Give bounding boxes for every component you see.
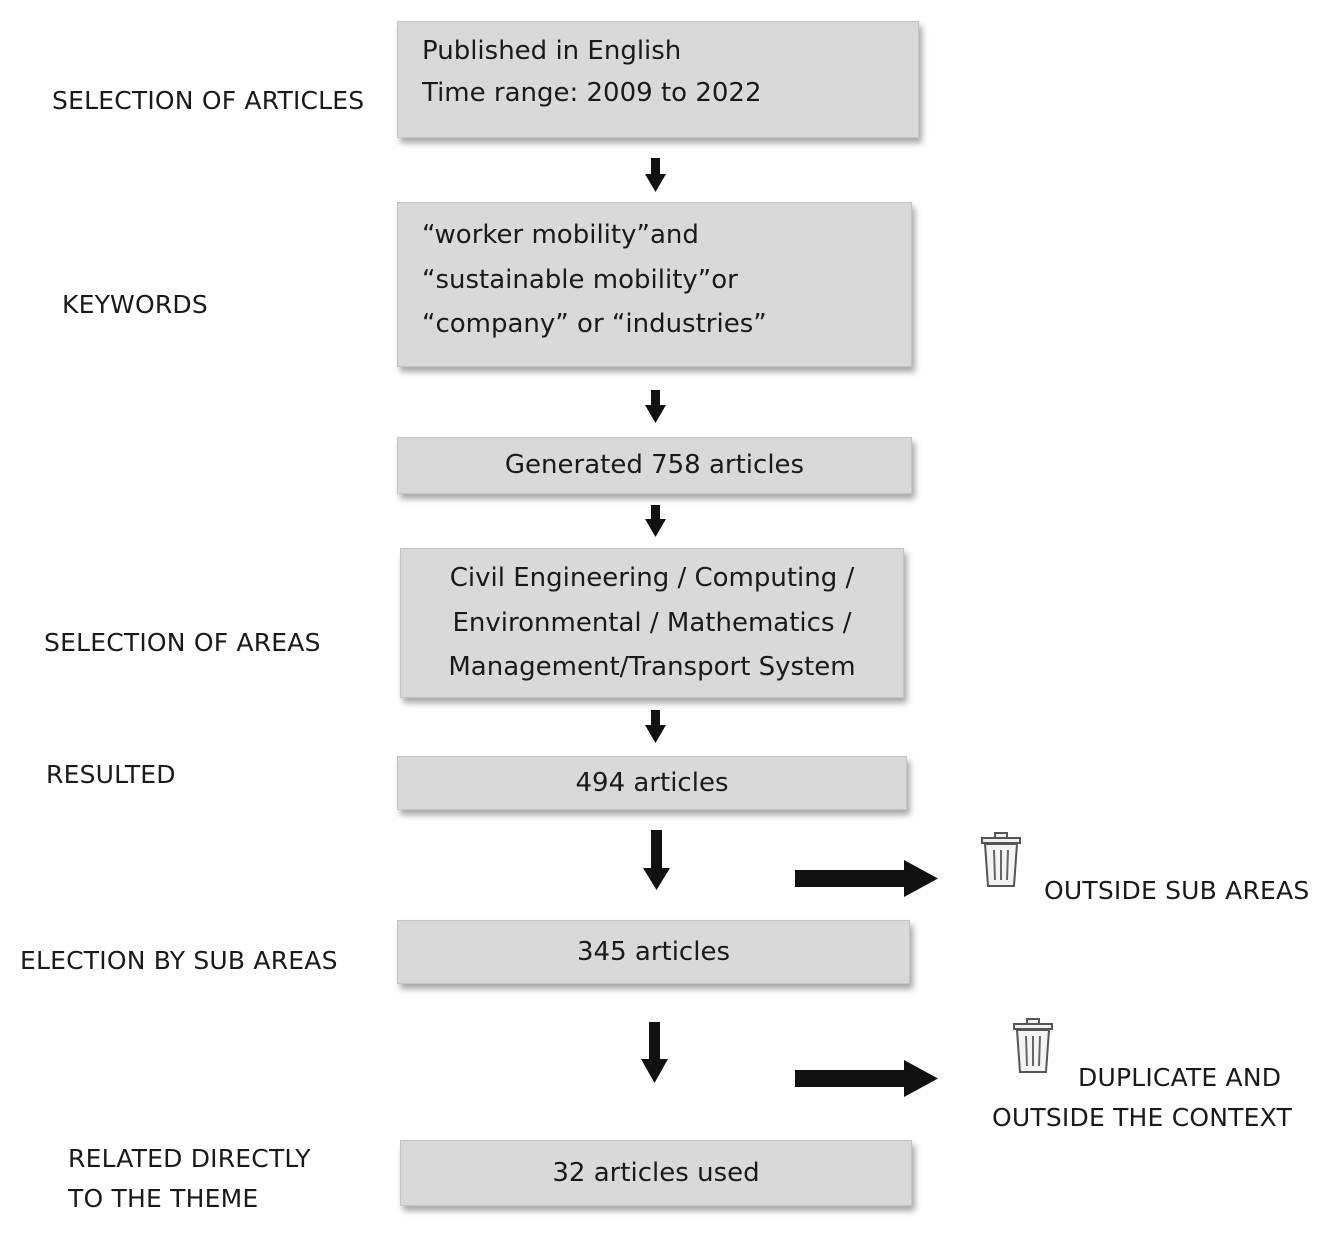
- keyword-line: “sustainable mobility”or: [422, 264, 738, 295]
- criteria-time-range: Time range: 2009 to 2022: [422, 78, 762, 109]
- label-selection-of-areas: SELECTION OF AREAS: [44, 628, 321, 657]
- label-outside-the-context: OUTSIDE THE CONTEXT: [992, 1103, 1292, 1132]
- trash-icon: [981, 832, 1021, 887]
- sub-areas-count: 345 articles: [577, 936, 730, 967]
- resulted-box: 494 articles: [397, 756, 907, 810]
- down-arrow-icon: [643, 830, 670, 890]
- resulted-count: 494 articles: [575, 767, 729, 798]
- right-arrow-icon: [795, 860, 938, 897]
- sub-areas-box: 345 articles: [397, 920, 910, 984]
- label-outside-sub-areas: OUTSIDE SUB AREAS: [1044, 876, 1310, 905]
- used-box: 32 articles used: [400, 1140, 912, 1206]
- area-line: Management/Transport System: [448, 652, 856, 683]
- criteria-language: Published in English: [422, 36, 682, 66]
- trash-icon: [1013, 1018, 1053, 1073]
- label-selection-of-articles: SELECTION OF ARTICLES: [52, 86, 365, 115]
- keywords-box: “worker mobility”and “sustainable mobili…: [397, 202, 912, 367]
- label-selection-by-sub-areas: ELECTION BY SUB AREAS: [20, 946, 338, 975]
- down-arrow-icon: [645, 390, 666, 423]
- areas-box: Civil Engineering / Computing / Environm…: [400, 548, 904, 698]
- down-arrow-icon: [641, 1022, 668, 1083]
- used-count: 32 articles used: [552, 1157, 760, 1188]
- label-duplicate-and: DUPLICATE AND: [1078, 1063, 1282, 1092]
- label-related-directly: RELATED DIRECTLY: [68, 1144, 311, 1173]
- label-resulted: RESULTED: [46, 760, 176, 789]
- label-keywords: KEYWORDS: [62, 290, 208, 319]
- area-line: Environmental / Mathematics /: [452, 607, 852, 638]
- down-arrow-icon: [645, 710, 666, 743]
- right-arrow-icon: [795, 1060, 938, 1097]
- criteria-box: Published in English Time range: 2009 to…: [397, 21, 919, 138]
- keyword-line: “company” or “industries”: [422, 309, 767, 340]
- keyword-line: “worker mobility”and: [422, 220, 699, 250]
- label-to-the-theme: TO THE THEME: [68, 1184, 259, 1213]
- area-line: Civil Engineering / Computing /: [449, 562, 855, 593]
- down-arrow-icon: [645, 158, 666, 192]
- generated-count: Generated 758 articles: [504, 450, 805, 481]
- down-arrow-icon: [645, 505, 666, 537]
- generated-box: Generated 758 articles: [397, 437, 912, 494]
